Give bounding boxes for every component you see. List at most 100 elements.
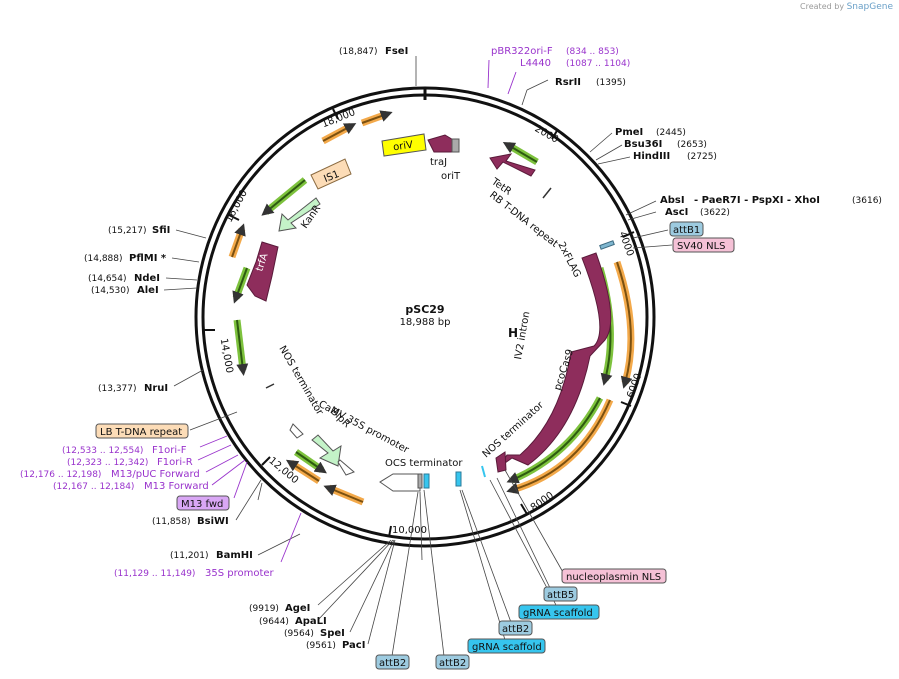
attb1-site: [599, 240, 615, 250]
asci-label: AscI: [665, 207, 688, 218]
site-labels: (18,847) FseI pBR322ori-F (834 .. 853) L…: [20, 46, 882, 651]
m13puc-label: M13/pUC Forward: [111, 469, 200, 480]
pcocas9-arrow: [497, 252, 612, 469]
m13fwdbox-label: M13 fwd: [181, 499, 223, 510]
leader-lines: [163, 56, 673, 657]
bar-label: BlpR: [328, 406, 352, 430]
nrui-label: NruI: [144, 383, 168, 394]
apali-label: ApaLI: [295, 616, 327, 627]
orit-site: [451, 138, 460, 153]
rbtdna-mark: [542, 187, 552, 199]
grna1-box: [518, 604, 600, 620]
alei-label: AleI: [137, 285, 159, 296]
f1orif-label: F1ori-F: [152, 445, 187, 456]
bamhi-pos: (11,201): [170, 551, 209, 561]
tick-12000: 12,000: [266, 455, 300, 486]
absi-pos: (3616): [852, 196, 882, 206]
paci-pos: (9561): [306, 641, 336, 651]
blpr-arrow: [311, 434, 342, 467]
oriv-feature: [381, 133, 427, 157]
bamhi-label: BamHI: [216, 550, 253, 561]
tick-10000: 10,000: [392, 525, 427, 536]
boxed-labels: attB1 SV40 NLS LB T-DNA repeat M13 fwd n…: [95, 221, 735, 670]
flag-label: 2xFLAG: [555, 240, 582, 279]
attb2b-box: [375, 654, 410, 670]
attb1-label: attB1: [673, 225, 700, 236]
apali-pos: (9644): [259, 617, 289, 627]
bsiwi-pos: (11,858): [152, 517, 191, 527]
alei-pos: (14,530): [91, 286, 130, 296]
ndei-pos: (14,654): [88, 274, 127, 284]
fsei-label: FseI: [385, 46, 408, 57]
attb2c-box: [435, 654, 470, 670]
nos-small-arrow: [289, 423, 304, 439]
p35s-label: 35S promoter: [205, 568, 275, 579]
grna-mark: [481, 465, 486, 478]
sv40-box: [672, 237, 735, 253]
traj-label: traJ: [430, 157, 447, 168]
fsei-pos: (18,847): [339, 47, 378, 57]
f1orir-label: F1ori-R: [157, 457, 193, 468]
spei-pos: (9564): [284, 629, 314, 639]
traj-arrow: [427, 134, 456, 153]
trfa-label: trfA: [254, 252, 270, 273]
oriv-label: oriV: [392, 140, 413, 154]
kanr-label: KanR: [299, 203, 323, 230]
cam35s-label: CaMV 35S promoter: [317, 399, 412, 456]
lbtdna-label: LB T-DNA repeat: [100, 427, 182, 438]
asci-pos: (3622): [700, 208, 730, 218]
attb2c-label: attB2: [439, 658, 466, 669]
nucleoplasmin-box: [561, 568, 667, 584]
sfii-pos: (15,217): [108, 226, 147, 236]
attb2-site: [417, 473, 423, 489]
tick-8000: 8000: [529, 490, 556, 514]
agei-pos: (9919): [249, 604, 279, 614]
nosterm1-feature: [495, 451, 507, 473]
tick-2000: 2000: [533, 123, 561, 145]
nrui-pos: (13,377): [98, 384, 137, 394]
grna-site1: [423, 473, 430, 489]
f1orif-pos: (12,533 .. 12,554): [62, 446, 143, 456]
attb5-label: attB5: [547, 590, 574, 601]
sv40-label: SV40 NLS: [677, 241, 726, 252]
pmei-pos: (2445): [656, 128, 686, 138]
nucleoplasmin-label: nucleoplasmin NLS: [566, 572, 661, 583]
paci-label: PacI: [342, 640, 365, 651]
pflmi-label: PflMI *: [129, 253, 167, 264]
credit: Created by SnapGene: [800, 2, 893, 12]
absi-more: - PaeR7I - PspXI - XhoI: [694, 195, 820, 206]
grna1-label: gRNA scaffold: [523, 608, 593, 619]
lbtdna-box: [95, 423, 189, 439]
hindiii-pos: (2725): [687, 152, 717, 162]
m13puc-pos: (12,176 .. 12,198): [20, 470, 101, 480]
bsiwi-label: BsiWI: [197, 516, 229, 527]
tetr-arrow: [489, 153, 536, 177]
bsu36i-label: Bsu36I: [624, 139, 662, 150]
ocsterm-label: OCS terminator: [385, 458, 463, 469]
pbr322-label: pBR322ori-F: [491, 46, 553, 57]
primer-lines: [197, 59, 517, 563]
nosterm2-label: NOS terminator: [276, 344, 325, 418]
tick-marks: [204, 88, 635, 538]
attb5-box: [543, 586, 578, 602]
hindiii-label: HindIII: [633, 151, 670, 162]
m13fwd-box: [176, 495, 230, 511]
grna2-label: gRNA scaffold: [472, 642, 542, 653]
iv2-icon: H: [508, 326, 518, 340]
rsrii-label: RsrII: [555, 77, 581, 88]
grna-site2: [455, 471, 462, 487]
grna2-box: [467, 638, 546, 654]
is1-label: IS1: [322, 169, 341, 185]
l4440-pos: (1087 .. 1104): [566, 59, 630, 69]
trfa-arrow: [246, 241, 279, 302]
f1orir-pos: (12,323 .. 12,342): [67, 458, 148, 468]
rsrii-pos: (1395): [596, 78, 626, 88]
plasmid-name: pSC29: [405, 303, 444, 316]
snapgene-logo: SnapGene: [846, 2, 893, 12]
ocsterm-arrow: [379, 473, 421, 492]
m13fwd-label: M13 Forward: [144, 481, 209, 492]
m13fwd-pos: (12,167 .. 12,184): [53, 482, 134, 492]
ndei-label: NdeI: [134, 273, 160, 284]
tick-14000: 14,000: [218, 338, 235, 374]
